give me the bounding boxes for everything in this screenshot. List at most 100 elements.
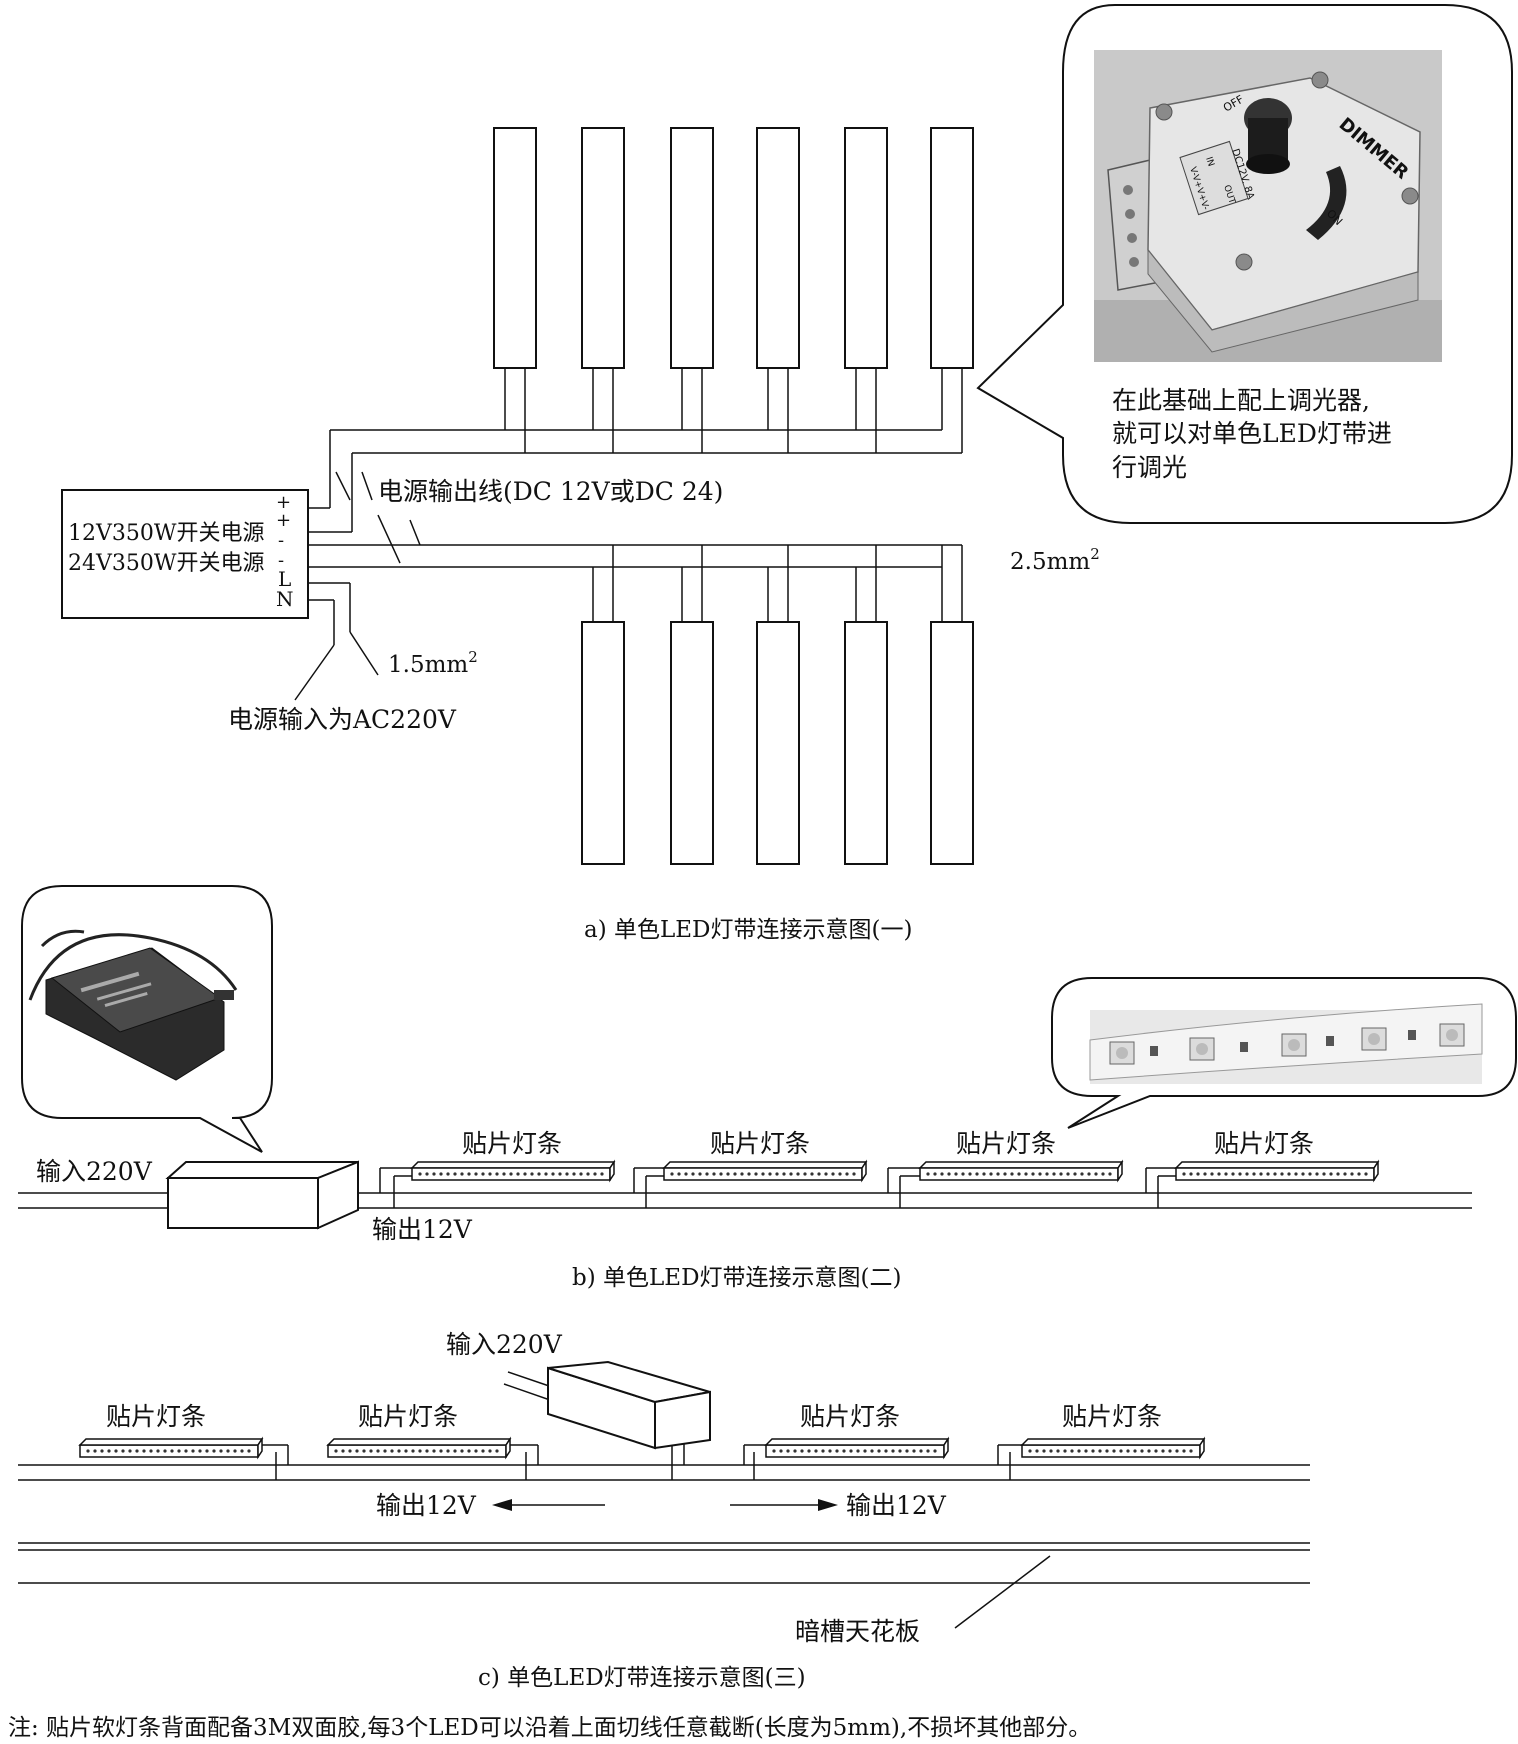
led-dot [705, 1172, 709, 1176]
diagram-b-strips [410, 1159, 1380, 1183]
led-dot [488, 1172, 492, 1176]
caption-c: c) 单色LED灯带连接示意图(三) [478, 1665, 806, 1691]
led-dot [786, 1449, 790, 1453]
led-dot [1245, 1172, 1249, 1176]
led-dot [779, 1449, 783, 1453]
diagram-c-text: 输入220V 贴片灯条 贴片灯条 贴片灯条 贴片灯条 输出12V 输出12V 暗… [106, 1330, 1162, 1691]
led-dot [1133, 1449, 1137, 1453]
led-dot [726, 1172, 730, 1176]
led-dot [845, 1172, 849, 1176]
led-dot [100, 1449, 104, 1453]
led-dot [247, 1449, 251, 1453]
led-dot [954, 1172, 958, 1176]
psu-terminal-leads [308, 507, 400, 601]
led-dot [1108, 1172, 1112, 1176]
led-dot [1084, 1449, 1088, 1453]
arrowheads [492, 1499, 838, 1511]
psu-label-12v: 12V350W开关电源 [68, 521, 265, 546]
led-dot [135, 1449, 139, 1453]
led-dot [1189, 1172, 1193, 1176]
led-dot [1224, 1172, 1228, 1176]
led-dot [572, 1172, 576, 1176]
power-adapter-photo [28, 929, 238, 1081]
led-dot [390, 1449, 394, 1453]
led-dot [425, 1172, 429, 1176]
led-dot [184, 1449, 188, 1453]
terminal-n: N [276, 587, 294, 611]
dark-trough-ceiling [18, 1542, 1310, 1629]
led-dot [544, 1172, 548, 1176]
dimmer-callout-bubble [976, 4, 1513, 524]
diagram-c-strips [78, 1436, 1206, 1460]
c-output-label-right: 输出12V [846, 1491, 947, 1520]
dimmer-in-label: IN [1203, 156, 1215, 168]
led-dot [1364, 1172, 1368, 1176]
caption-b: b) 单色LED灯带连接示意图(二) [572, 1265, 901, 1291]
led-dot [1003, 1172, 1007, 1176]
led-dot [828, 1449, 832, 1453]
led-dot [502, 1172, 506, 1176]
c-output-label-left: 输出12V [376, 1491, 477, 1520]
led-dot [93, 1449, 97, 1453]
led-dot [341, 1449, 345, 1453]
led-dot [1308, 1172, 1312, 1176]
led-dot [128, 1449, 132, 1453]
led-dot [1175, 1449, 1179, 1453]
led-dot [219, 1449, 223, 1453]
led-dot [1045, 1172, 1049, 1176]
caption-a: a) 单色LED灯带连接示意图(一) [584, 917, 912, 943]
led-dot [796, 1172, 800, 1176]
led-dot [1301, 1172, 1305, 1176]
led-dot [996, 1172, 1000, 1176]
led-dot [793, 1449, 797, 1453]
led-dot [1280, 1172, 1284, 1176]
led-dot [233, 1449, 237, 1453]
led-dot [1070, 1449, 1074, 1453]
led-dot [1105, 1449, 1109, 1453]
c-input-label: 输入220V [446, 1330, 563, 1359]
led-dot [1087, 1172, 1091, 1176]
c-strip-label-4: 贴片灯条 [1062, 1402, 1162, 1431]
lower-strip-leads [592, 545, 877, 622]
c-strip-label-1: 贴片灯条 [106, 1402, 206, 1431]
led-dot [975, 1172, 979, 1176]
led-dot [1168, 1449, 1172, 1453]
c-strip-label-3: 贴片灯条 [800, 1402, 900, 1431]
led-dot [558, 1172, 562, 1176]
led-dot [439, 1449, 443, 1453]
led-dot [1287, 1172, 1291, 1176]
led-dot [205, 1449, 209, 1453]
led-dot [418, 1449, 422, 1453]
led-dot [719, 1172, 723, 1176]
led-dot [1080, 1172, 1084, 1176]
led-dot [348, 1449, 352, 1453]
led-dot [824, 1172, 828, 1176]
c-ceiling-label: 暗槽天花板 [795, 1617, 920, 1646]
led-dot [1101, 1172, 1105, 1176]
led-dot [852, 1172, 856, 1176]
led-dot [856, 1449, 860, 1453]
led-dot [1315, 1172, 1319, 1176]
led-dot [446, 1449, 450, 1453]
led-dot [1098, 1449, 1102, 1453]
led-dot [835, 1449, 839, 1453]
led-dot [821, 1449, 825, 1453]
ac-input-wires [294, 583, 379, 701]
diagram-c-adapter-box [547, 1360, 711, 1450]
led-dot [453, 1449, 457, 1453]
led-dot [425, 1449, 429, 1453]
led-dot [467, 1172, 471, 1176]
led-dot [1140, 1449, 1144, 1453]
terminal-plus-1: + [276, 492, 291, 513]
led-dot [807, 1449, 811, 1453]
led-dot [877, 1449, 881, 1453]
led-dot [530, 1172, 534, 1176]
led-dot [1154, 1449, 1158, 1453]
psu-label-24v: 24V350W开关电源 [68, 551, 265, 576]
diagram-b-text: 输入220V 输出12V 贴片灯条 贴片灯条 贴片灯条 贴片灯条 b) 单色LE… [36, 1129, 1314, 1291]
led-dot [163, 1449, 167, 1453]
c-strip-label-2: 贴片灯条 [358, 1402, 458, 1431]
diagram-b-adapter-box [165, 1160, 359, 1230]
led-dot [968, 1172, 972, 1176]
led-dot [600, 1172, 604, 1176]
